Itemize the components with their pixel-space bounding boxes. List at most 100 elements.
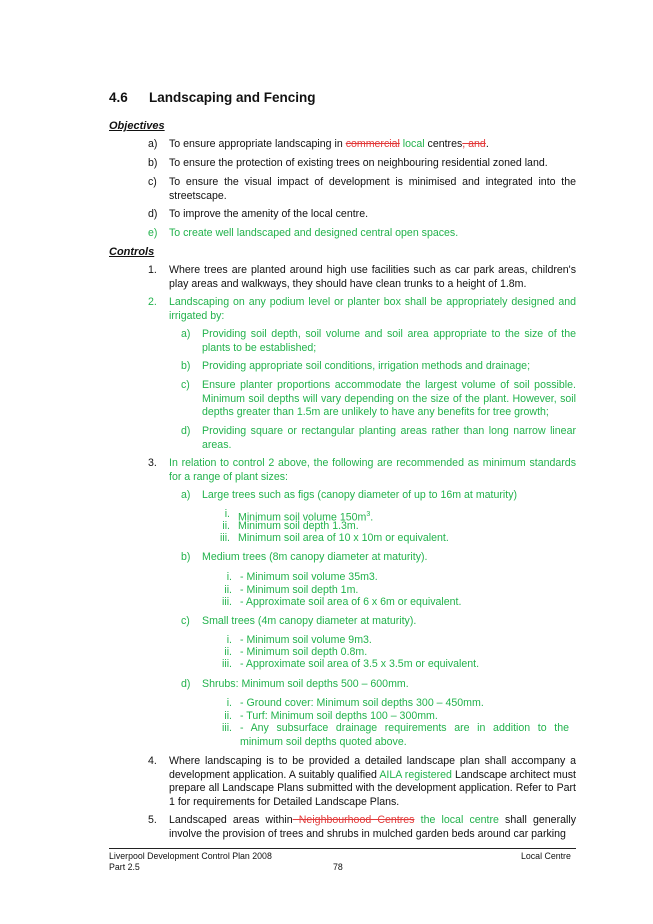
control-item: 2. Landscaping on any podium level or pl… [148, 296, 576, 323]
sub-item-text: Ensure planter proportions accommodate t… [202, 379, 576, 419]
list-marker: e) [148, 227, 158, 239]
roman-item-text: - Minimum soil depth 0.8m. [240, 646, 368, 658]
objective-item: b) To ensure the protection of existing … [148, 157, 576, 171]
objective-text: To ensure the protection of existing tre… [169, 157, 548, 169]
roman-item: iii. - Any subsurface drainage requireme… [214, 722, 569, 749]
list-marker: i. [226, 571, 232, 583]
roman-item-text: - Minimum soil volume 35m3. [240, 571, 378, 583]
control-item: 5. Landscaped areas within Neighbourhood… [148, 814, 576, 841]
roman-item: i. - Minimum soil volume 35m3. [214, 571, 569, 585]
roman-item-text: Minimum soil area of 10 x 10m or equival… [238, 532, 449, 544]
roman-item: iii. - Approximate soil area of 3.5 x 3.… [214, 658, 569, 672]
list-marker: b) [148, 157, 158, 169]
list-marker: d) [148, 208, 158, 220]
roman-item-text: . [370, 511, 374, 524]
roman-item: ii. - Minimum soil depth 1m. [214, 584, 569, 598]
roman-item: i. Minimum soil volume 150m3. [212, 508, 567, 525]
list-marker: ii. [224, 584, 232, 596]
roman-item: ii. Minimum soil depth 1.3m. [212, 520, 567, 534]
sub-item: a) Providing soil depth, soil volume and… [181, 328, 576, 355]
footer-document-title: Liverpool Development Control Plan 2008 [109, 851, 272, 861]
objective-item: e) To create well landscaped and designe… [148, 227, 576, 241]
sub-item: b) Providing appropriate soil conditions… [181, 360, 576, 374]
roman-item-text: Minimum soil volume 150m [238, 511, 367, 524]
sub-item-text: Providing square or rectangular planting… [202, 425, 576, 451]
list-marker: ii. [224, 710, 232, 722]
objective-text: . [485, 138, 489, 150]
list-marker: d) [181, 425, 191, 437]
section-heading: 4.6 Landscaping and Fencing [109, 90, 316, 105]
sub-item: d) Providing square or rectangular plant… [181, 425, 576, 452]
list-marker: b) [181, 551, 191, 563]
list-marker: iii. [221, 658, 232, 670]
list-marker: 2. [148, 296, 157, 308]
objective-item: c) To ensure the visual impact of develo… [148, 176, 576, 203]
sub-item: c) Small trees (4m canopy diameter at ma… [181, 615, 576, 629]
list-marker: a) [181, 328, 191, 340]
sub-item-text: Providing soil depth, soil volume and so… [202, 328, 576, 354]
control-text: Where trees are planted around high use … [169, 264, 576, 290]
control-item: 1. Where trees are planted around high u… [148, 264, 576, 291]
list-marker: c) [148, 176, 157, 188]
sub-item-text: Small trees (4m canopy diameter at matur… [202, 615, 417, 627]
sub-item: a) Large trees such as figs (canopy diam… [181, 489, 576, 503]
list-marker: b) [181, 360, 191, 372]
control-text: In relation to control 2 above, the foll… [169, 457, 576, 483]
section-number: 4.6 [109, 90, 128, 105]
list-marker: ii. [222, 520, 230, 532]
list-marker: iii. [219, 532, 230, 544]
roman-item-text: - Ground cover: Minimum soil depths 300 … [240, 697, 484, 709]
list-marker: iii. [221, 722, 232, 734]
list-marker: 4. [148, 755, 157, 767]
sub-item-text: Medium trees (8m canopy diameter at matu… [202, 551, 428, 563]
list-marker: d) [181, 678, 191, 690]
sub-item-text: Large trees such as figs (canopy diamete… [202, 489, 518, 501]
list-marker: ii. [224, 646, 232, 658]
objective-text: To ensure appropriate landscaping in [169, 138, 346, 150]
list-marker: i. [226, 697, 232, 709]
roman-item-text: - Any subsurface drainage requirements a… [240, 722, 569, 748]
control-text: Landscaped areas within [169, 814, 293, 826]
objective-item: d) To improve the amenity of the local c… [148, 208, 576, 222]
roman-item: i. - Minimum soil volume 9m3. [214, 634, 569, 648]
sub-item-text: Providing appropriate soil conditions, i… [202, 360, 531, 372]
control-item: 3. In relation to control 2 above, the f… [148, 457, 576, 484]
control-item: 4. Where landscaping is to be provided a… [148, 755, 576, 809]
section-title: Landscaping and Fencing [149, 90, 316, 105]
sub-item: b) Medium trees (8m canopy diameter at m… [181, 551, 576, 565]
inserted-text: AILA registered [379, 768, 452, 781]
footer-part: Part 2.5 [109, 862, 140, 872]
footer-page-number: 78 [333, 862, 343, 872]
sub-item-text: Shrubs: Minimum soil depths 500 – 600mm. [202, 678, 409, 690]
superscript: 3 [366, 511, 371, 518]
deleted-text: Neighbourhood Centres [292, 814, 415, 826]
roman-item-text: - Approximate soil area of 6 x 6m or equ… [240, 596, 462, 608]
list-marker: 3. [148, 457, 157, 469]
roman-item-text: - Approximate soil area of 3.5 x 3.5m or… [240, 658, 480, 670]
control-text: Landscape architect must prepare all Lan… [169, 768, 576, 808]
list-marker: iii. [221, 596, 232, 608]
footer-rule [109, 848, 576, 849]
list-marker: c) [181, 615, 190, 627]
roman-item: i. - Ground cover: Minimum soil depths 3… [214, 697, 569, 711]
list-marker: i. [226, 634, 232, 646]
control-text: shall generally involve the provision of… [169, 814, 576, 840]
deleted-text: , and [462, 138, 486, 150]
objective-text: To improve the amenity of the local cent… [169, 208, 369, 220]
list-marker: 1. [148, 264, 157, 276]
controls-heading: Controls [109, 246, 155, 258]
footer-section-name: Local Centre [521, 851, 571, 861]
deleted-text: commercial [345, 138, 400, 150]
objective-text: To ensure the visual impact of developme… [169, 176, 576, 202]
control-text: Where landscaping is to be provided a de… [169, 755, 576, 781]
objectives-heading: Objectives [109, 120, 165, 132]
roman-item: iii. - Approximate soil area of 6 x 6m o… [214, 596, 569, 610]
roman-item-text: Minimum soil depth 1.3m. [238, 520, 359, 532]
sub-item: d) Shrubs: Minimum soil depths 500 – 600… [181, 678, 576, 692]
list-marker: a) [148, 138, 158, 150]
roman-item-text: - Minimum soil volume 9m3. [240, 634, 372, 646]
objective-text: To create well landscaped and designed c… [169, 227, 459, 239]
list-marker: c) [181, 379, 190, 391]
roman-item: ii. - Minimum soil depth 0.8m. [214, 646, 569, 660]
